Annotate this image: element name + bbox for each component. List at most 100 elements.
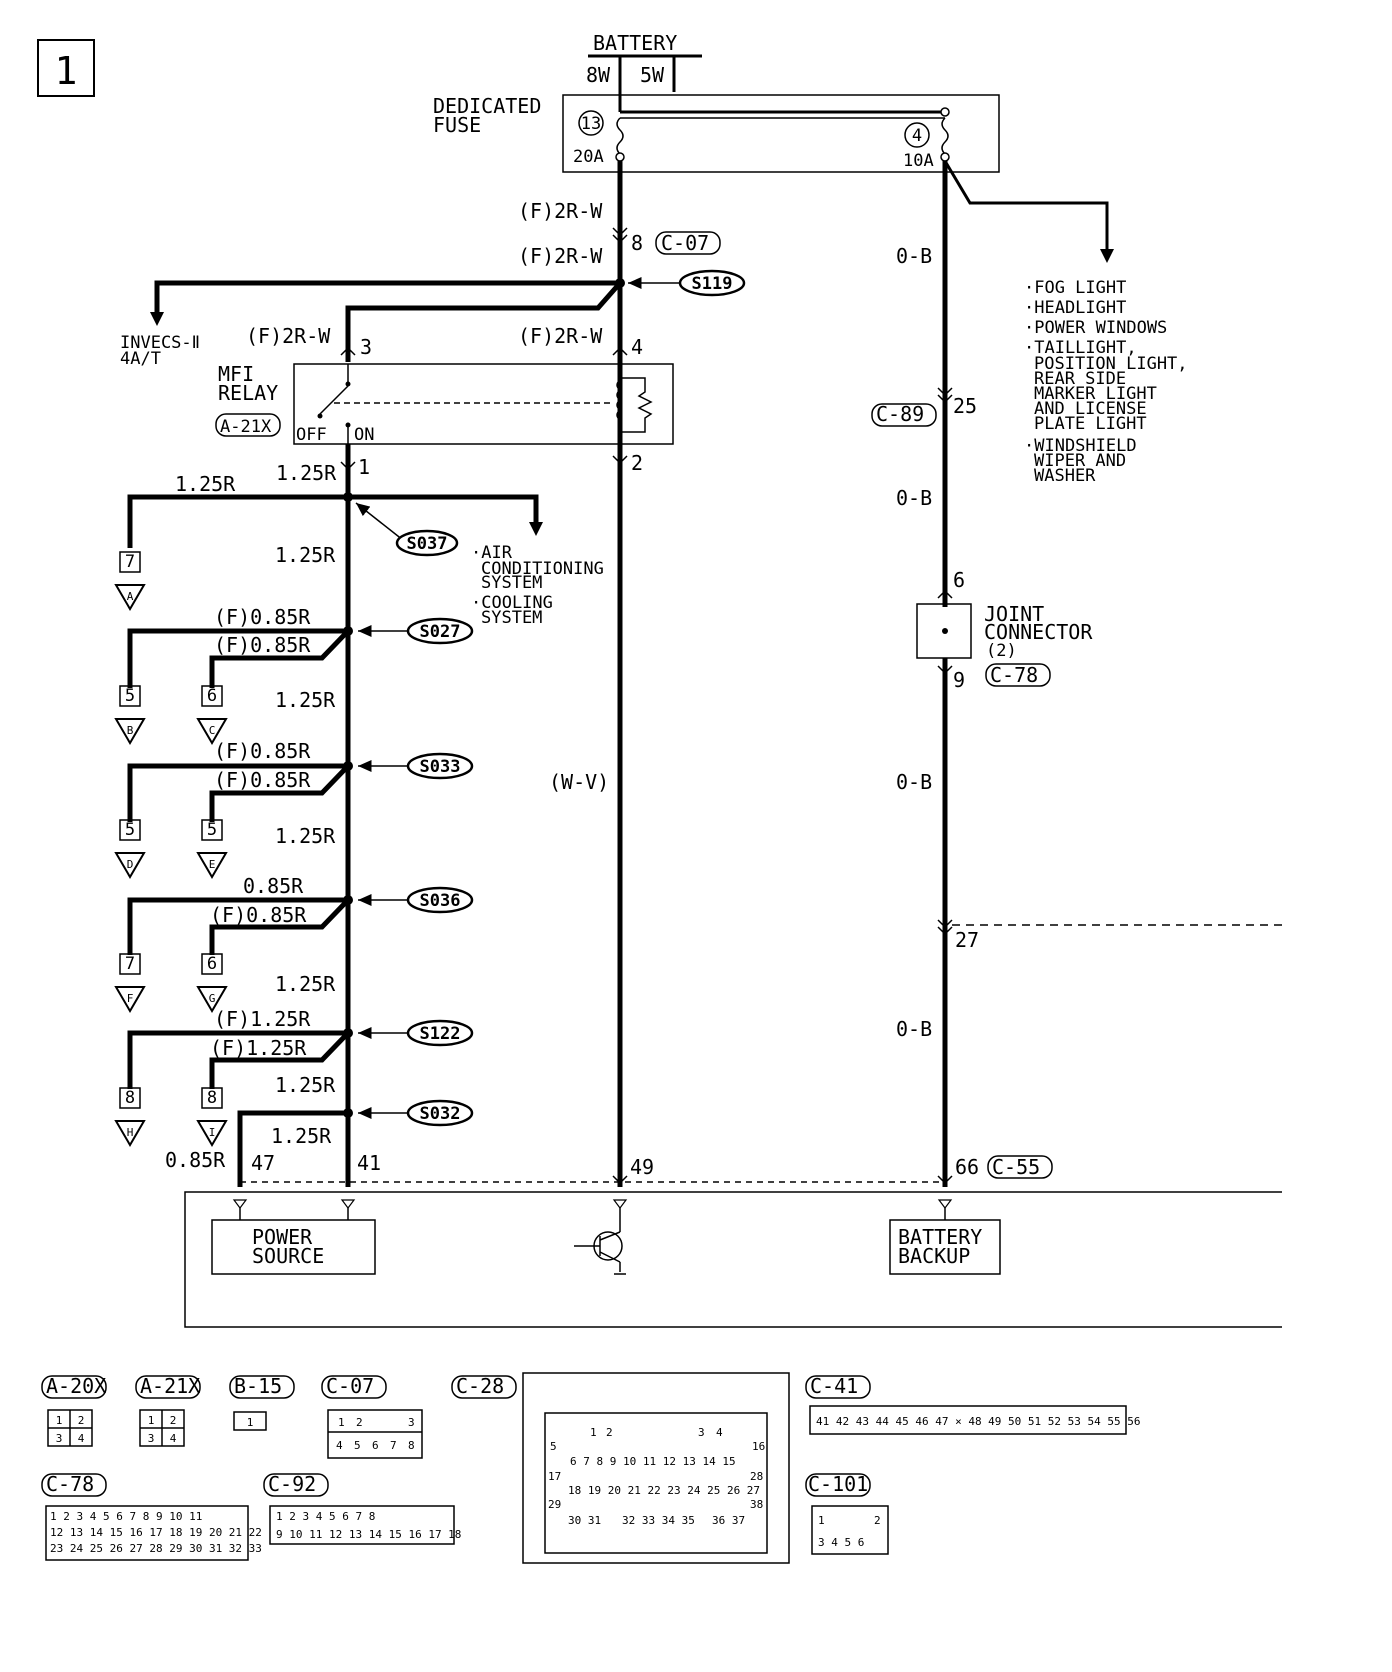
svg-text:2: 2 <box>356 1416 363 1429</box>
svg-text:·HEADLIGHT: ·HEADLIGHT <box>1024 298 1126 318</box>
relay-on-label: ON <box>354 425 374 445</box>
battery-backup-box <box>889 1219 1001 1275</box>
svg-text:REAR SIDE: REAR SIDE <box>1034 369 1126 389</box>
svg-text:8: 8 <box>408 1439 415 1452</box>
svg-text:SYSTEM: SYSTEM <box>481 573 542 593</box>
svg-text:12 13 14 15 16 17 18 19 20 21: 12 13 14 15 16 17 18 19 20 21 22 <box>50 1526 262 1539</box>
pin-1: 1 <box>358 455 370 479</box>
connector-view-c41: C-41 41 42 43 44 45 46 47 × 48 49 50 51 … <box>805 1374 1141 1435</box>
pin-6: 6 <box>953 568 965 592</box>
ecu-pin-markers <box>232 1199 953 1232</box>
svg-text:PLATE LIGHT: PLATE LIGHT <box>1034 414 1147 434</box>
svg-text:1: 1 <box>148 1414 155 1427</box>
svg-text:WIPER AND: WIPER AND <box>1034 451 1126 471</box>
joint-label-2: CONNECTOR <box>984 620 1093 644</box>
wire-r-7: 1.25R <box>275 1073 336 1097</box>
joint-label-3: (2) <box>986 641 1017 661</box>
svg-text:1: 1 <box>818 1514 825 1527</box>
battery-label: BATTERY <box>593 31 677 55</box>
wire-label-2rw-1: (F)2R-W <box>518 199 603 223</box>
branch-terminal-b: 5 B <box>114 685 146 745</box>
svg-text:17: 17 <box>548 1470 561 1483</box>
svg-text:36 37: 36 37 <box>712 1514 745 1527</box>
wire-r-2: 1.25R <box>175 472 236 496</box>
svg-text:S027: S027 <box>420 622 461 642</box>
page-number: 1 <box>55 49 78 93</box>
svg-text:32 33 34 35: 32 33 34 35 <box>622 1514 695 1527</box>
fuse-13-rating: 20A <box>573 147 604 167</box>
mfi-relay-box <box>293 363 674 445</box>
wire-label-ob-2: 0-B <box>896 486 932 510</box>
wire-f085-d: (F)0.85R <box>214 768 311 792</box>
svg-text:6: 6 <box>207 954 217 974</box>
fuse-13-number: 13 <box>581 114 601 134</box>
relay-connector-a21x: A-21X <box>220 417 272 437</box>
invecs-label-2: 4A/T <box>120 349 161 369</box>
svg-text:C-78: C-78 <box>46 1472 94 1496</box>
connector-view-b15: B-15 1 <box>229 1374 295 1431</box>
connector-c07-label: C-07 <box>661 231 709 255</box>
wire-r-3: 1.25R <box>275 543 336 567</box>
svg-text:C-92: C-92 <box>268 1472 316 1496</box>
wire-label-ob-1: 0-B <box>896 244 932 268</box>
battery-wire-5w: 5W <box>640 63 665 87</box>
svg-text:4: 4 <box>170 1432 177 1445</box>
pin-8: 8 <box>631 231 643 255</box>
power-source-box <box>211 1219 376 1275</box>
svg-text:G: G <box>209 992 216 1005</box>
dedicated-fuse-box <box>562 94 1000 173</box>
svg-text:C-101: C-101 <box>808 1472 868 1496</box>
loads-right-list: ·FOG LIGHT ·HEADLIGHT ·POWER WINDOWS ·TA… <box>1024 278 1188 486</box>
wire-label-ob-3: 0-B <box>896 770 932 794</box>
svg-text:7: 7 <box>390 1439 397 1452</box>
branch-terminal-d: 5 D <box>114 819 146 879</box>
svg-text:SYSTEM: SYSTEM <box>481 608 542 628</box>
svg-text:A-20X: A-20X <box>46 1374 106 1398</box>
svg-text:28: 28 <box>750 1470 763 1483</box>
connector-view-c78: C-78 1 2 3 4 5 6 7 8 9 10 11 12 13 14 15… <box>41 1472 262 1561</box>
splice-s027 <box>406 617 474 645</box>
svg-text:7: 7 <box>125 552 135 572</box>
fuse-4-number: 4 <box>912 126 922 146</box>
svg-text:8: 8 <box>125 1088 135 1108</box>
wire-label-2rw-3: (F)2R-W <box>246 324 331 348</box>
svg-text:1: 1 <box>338 1416 345 1429</box>
svg-text:8: 8 <box>207 1088 217 1108</box>
wire-f085-a: (F)0.85R <box>214 605 311 629</box>
splice-s037 <box>395 529 459 557</box>
svg-text:4: 4 <box>78 1432 85 1445</box>
svg-text:POSITION LIGHT,: POSITION LIGHT, <box>1034 354 1188 374</box>
loads-mid-list: ·AIR CONDITIONING SYSTEM ·COOLING SYSTEM <box>471 543 604 628</box>
svg-text:5: 5 <box>550 1440 557 1453</box>
pin-49: 49 <box>630 1155 654 1179</box>
svg-text:2: 2 <box>78 1414 85 1427</box>
wire-f125-b: (F)1.25R <box>210 1036 307 1060</box>
pin-41: 41 <box>357 1151 381 1175</box>
connector-c78-label: C-78 <box>990 663 1038 687</box>
battery-backup-label-2: BACKUP <box>898 1244 970 1268</box>
svg-text:A-21X: A-21X <box>140 1374 200 1398</box>
svg-text:·AIR: ·AIR <box>471 543 513 563</box>
invecs-label-1: INVECS-Ⅱ <box>120 333 200 353</box>
pin-4: 4 <box>631 335 643 359</box>
wire-r-1: 1.25R <box>276 461 337 485</box>
relay-off-label: OFF <box>296 425 327 445</box>
fuse-4-rating: 10A <box>903 151 934 171</box>
svg-text:1: 1 <box>247 1416 254 1429</box>
wire-r-4: 1.25R <box>275 688 336 712</box>
wire-label-2rw-4: (F)2R-W <box>518 324 603 348</box>
battery-backup-label-1: BATTERY <box>898 1225 982 1249</box>
wire-085-b: 0.85R <box>165 1148 226 1172</box>
wire-f085-c: (F)0.85R <box>214 739 311 763</box>
svg-text:F: F <box>127 992 134 1005</box>
connector-c55-label: C-55 <box>992 1155 1040 1179</box>
svg-text:D: D <box>127 858 134 871</box>
svg-text:CONDITIONING: CONDITIONING <box>481 559 604 579</box>
pin-25: 25 <box>953 394 977 418</box>
wire-label-2rw-2: (F)2R-W <box>518 244 603 268</box>
svg-text:5: 5 <box>207 820 217 840</box>
svg-text:I: I <box>209 1126 216 1139</box>
